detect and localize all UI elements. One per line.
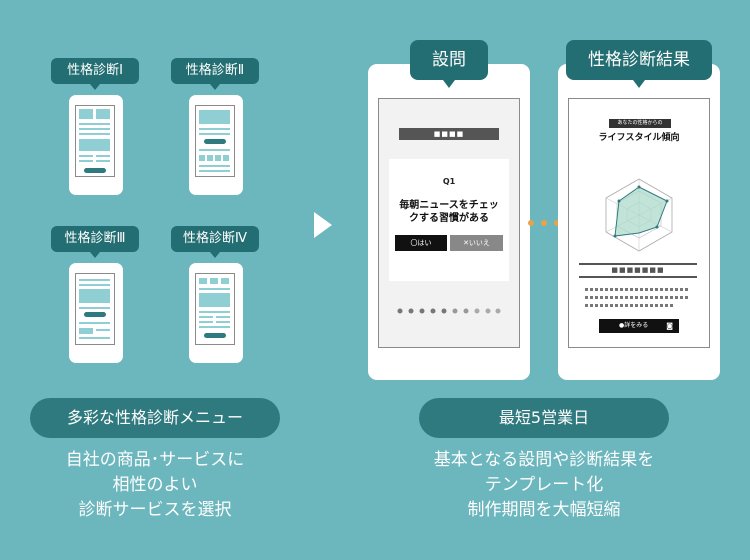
right-caption-line-3: 制作期間を大幅短縮 — [467, 500, 621, 520]
right-caption-line-1: 基本となる設問や診断結果を — [433, 450, 655, 470]
question-phone: ■■■■ Q1 毎朝ニュースをチェックする習慣がある 〇はい ✕いいえ — [368, 64, 530, 380]
result-detail-button[interactable]: ●詳をみる ◙ — [599, 319, 679, 333]
question-number: Q1 — [442, 177, 456, 186]
question-screen: ■■■■ Q1 毎朝ニュースをチェックする習慣がある 〇はい ✕いいえ — [378, 98, 520, 348]
question-header: ■■■■ — [399, 128, 499, 140]
left-caption: 自社の商品･サービスに 相性のよい 診断サービスを選択 — [20, 448, 290, 523]
result-phone: あなたの性格からの ライフスタイル傾向 ■■■■■■■ ●詳をみる ◙ — [558, 64, 720, 380]
menu-tag-3: 性格診断Ⅲ — [51, 226, 139, 258]
left-caption-line-1: 自社の商品･サービスに — [65, 450, 245, 470]
mini-screen-1 — [75, 105, 115, 177]
question-tag: 設問 — [410, 40, 488, 88]
mini-phone-1 — [69, 95, 123, 195]
radar-chart — [605, 178, 673, 252]
left-caption-line-2: 相性のよい — [112, 475, 198, 495]
question-card: Q1 毎朝ニュースをチェックする習慣がある 〇はい ✕いいえ — [389, 159, 509, 281]
mini-screen-4 — [195, 273, 235, 345]
result-label-small: あなたの性格からの — [609, 119, 671, 128]
right-caption: 基本となる設問や診断結果を テンプレート化 制作期間を大幅短縮 — [394, 448, 694, 523]
result-detail-button-label: ●詳をみる — [619, 322, 649, 329]
result-title: ライフスタイル傾向 — [598, 133, 680, 143]
result-tag: 性格診断結果 — [566, 40, 712, 88]
right-pill: 最短5営業日 — [419, 398, 669, 438]
question-text: 毎朝ニュースをチェックする習慣がある — [399, 200, 499, 224]
mini-phone-3 — [69, 263, 123, 363]
result-screen: あなたの性格からの ライフスタイル傾向 ■■■■■■■ ●詳をみる ◙ — [568, 98, 710, 348]
left-pill: 多彩な性格診断メニュー — [30, 398, 280, 438]
menu-tag-2: 性格診断Ⅱ — [171, 58, 259, 90]
camera-icon: ◙ — [666, 322, 673, 330]
pagination-dots — [397, 299, 501, 314]
yes-button[interactable]: 〇はい — [395, 235, 447, 251]
result-text-dots — [585, 288, 688, 307]
mini-screen-3 — [75, 273, 115, 345]
play-arrow-icon — [314, 212, 332, 238]
mini-phone-2 — [189, 95, 243, 195]
menu-tag-1: 性格診断Ⅰ — [51, 58, 139, 90]
right-caption-line-2: テンプレート化 — [484, 475, 604, 495]
result-dots-row: ■■■■■■■ — [611, 266, 665, 274]
left-caption-line-3: 診断サービスを選択 — [78, 500, 232, 520]
no-button[interactable]: ✕いいえ — [450, 235, 503, 251]
mini-screen-2 — [195, 105, 235, 177]
mini-phone-4 — [189, 263, 243, 363]
menu-tag-4: 性格診断Ⅳ — [171, 226, 259, 258]
